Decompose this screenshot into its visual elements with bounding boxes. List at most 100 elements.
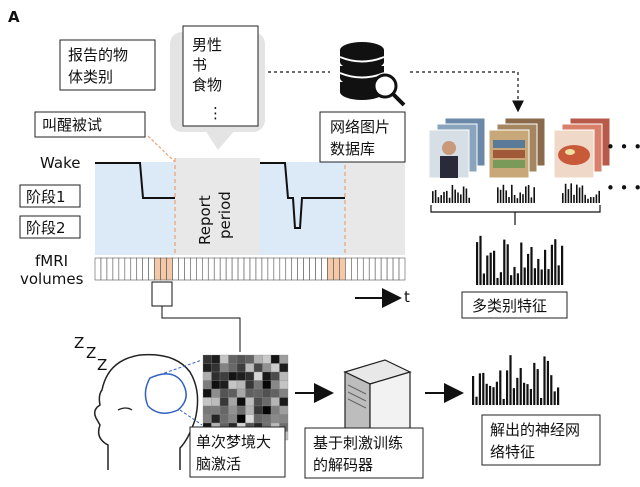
feature-bar — [536, 369, 539, 405]
fmri-volume — [327, 257, 334, 281]
fmri-volume — [178, 257, 185, 281]
voxel — [219, 414, 229, 424]
fmri-volume — [374, 257, 382, 281]
fmri-volume — [351, 257, 358, 281]
fmri-volume — [196, 257, 203, 281]
feature-bar — [511, 184, 513, 203]
feature-bar — [446, 190, 448, 203]
voxel — [228, 397, 238, 407]
voxel — [279, 388, 289, 398]
feature-bar — [587, 198, 589, 203]
feature-bar — [513, 194, 516, 203]
feature-bar — [482, 273, 485, 285]
voxel — [253, 414, 263, 424]
feature-bar — [562, 193, 564, 203]
timeline — [94, 135, 406, 281]
voxel — [202, 397, 212, 407]
feature-bar — [505, 190, 507, 203]
voxel — [211, 354, 221, 364]
voxel — [253, 380, 263, 390]
feature-bar — [499, 272, 502, 285]
report-period-line2: period — [216, 191, 234, 239]
feature-bar — [440, 195, 442, 203]
fmri-volumes-strip — [94, 257, 406, 281]
voxel — [211, 380, 221, 390]
report-item-4: ⋮ — [208, 104, 223, 122]
voxel — [202, 363, 212, 373]
feature-bar — [598, 190, 600, 203]
image-feature-bars — [432, 183, 600, 203]
stage2-box — [19, 215, 81, 239]
head-icon — [93, 353, 203, 470]
feature-bar — [573, 194, 575, 203]
feature-bar — [472, 376, 475, 405]
voxel — [228, 354, 238, 364]
feature-bar — [448, 197, 451, 203]
voxel — [279, 414, 289, 424]
server-icon — [343, 359, 412, 443]
voxel — [279, 405, 289, 415]
voxel — [219, 388, 229, 398]
feature-bar — [499, 370, 502, 405]
wake-pointer — [147, 135, 176, 163]
voxel — [202, 354, 212, 364]
fmri-volume — [202, 257, 209, 281]
voxel — [211, 388, 221, 398]
voxel — [202, 405, 212, 415]
voxel — [253, 397, 263, 407]
feature-bar — [564, 183, 567, 203]
feature-bar — [529, 388, 532, 405]
feature-bar — [516, 273, 519, 285]
fmri-volume — [124, 257, 132, 281]
fmri-volume — [339, 257, 346, 281]
fmri-volume — [118, 257, 126, 281]
voxel — [219, 405, 229, 415]
feature-bar — [570, 183, 572, 203]
feature-bar — [581, 185, 584, 203]
voxel — [270, 371, 280, 381]
feature-bar — [553, 391, 556, 405]
link-db-images — [410, 71, 524, 113]
feature-bar — [576, 184, 578, 203]
feature-bar — [592, 197, 595, 203]
voxel — [262, 405, 272, 415]
stage2-label: 阶段2 — [26, 219, 66, 237]
voxel — [253, 371, 263, 381]
feature-bar — [503, 239, 506, 285]
decoded-feature-bars — [472, 355, 560, 405]
feature-bar — [454, 189, 456, 203]
voxel — [202, 388, 212, 398]
feature-bar — [476, 242, 479, 285]
feature-bar — [506, 370, 509, 405]
feature-bar — [496, 277, 499, 285]
feature-bar — [497, 187, 499, 203]
fmri-volume — [172, 257, 179, 281]
voxel — [270, 397, 280, 407]
feature-bar — [432, 191, 434, 203]
voxel — [219, 397, 229, 407]
feature-bar — [486, 255, 489, 285]
fmri-volume — [386, 257, 394, 281]
sleep-region-1 — [95, 162, 175, 255]
voxel — [236, 363, 246, 373]
zzz-2: Z — [86, 344, 96, 362]
voxel — [236, 380, 246, 390]
voxel — [253, 405, 263, 415]
feature-bar — [509, 355, 512, 405]
feature-bar — [567, 189, 570, 203]
feature-bar — [485, 383, 488, 405]
voxel — [236, 397, 246, 407]
feature-bar — [519, 192, 521, 203]
voxel — [219, 354, 229, 364]
database-box — [319, 111, 406, 163]
feature-bar — [522, 194, 524, 203]
database-line1: 网络图片 — [330, 118, 390, 136]
stage1-box — [19, 184, 81, 208]
fmri-volume — [207, 257, 215, 281]
voxel — [202, 414, 212, 424]
report-bubble — [170, 25, 265, 150]
feature-bar — [540, 269, 543, 285]
feature-bar — [475, 396, 478, 405]
feature-bar — [460, 194, 462, 203]
